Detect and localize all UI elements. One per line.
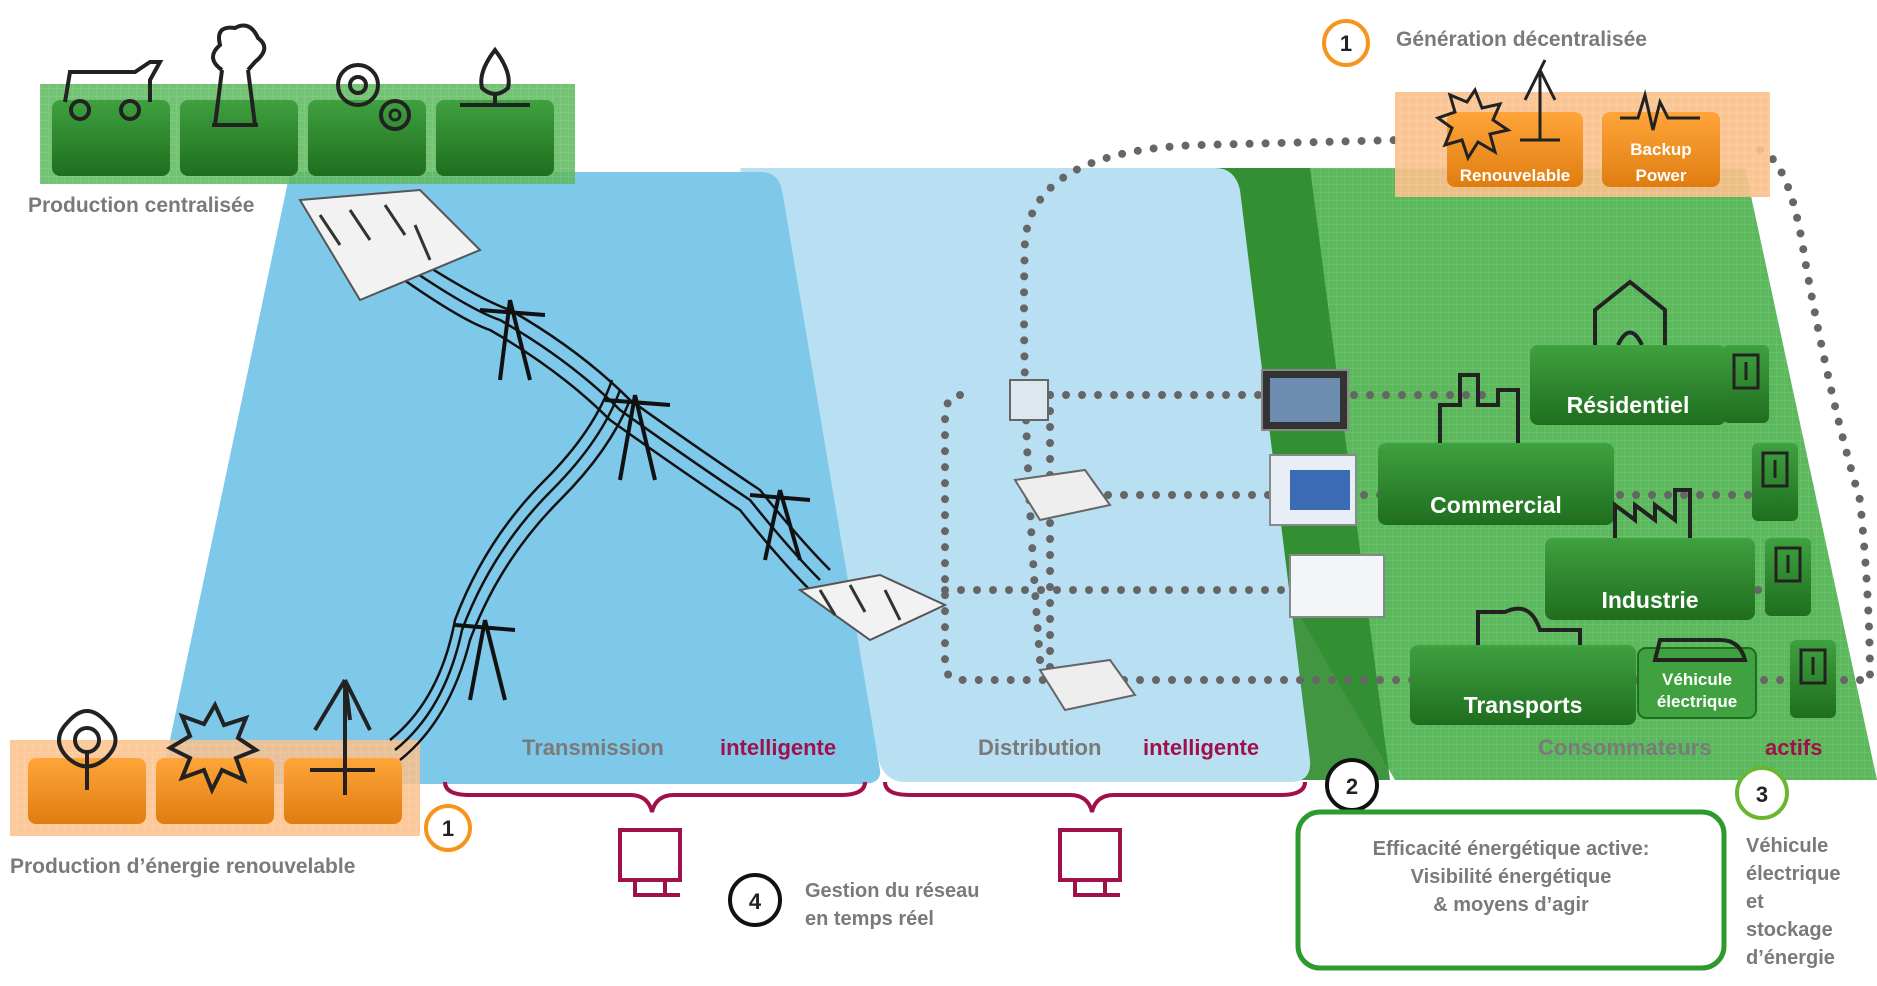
transports-label: Transports [1464, 692, 1583, 718]
transports-block: Transports [1410, 606, 1636, 725]
sun-icon [165, 700, 261, 795]
vehicule-stockage-line2: électrique [1746, 863, 1840, 885]
callout-4 [728, 873, 782, 927]
gestion-line1: Gestion du réseau [805, 880, 980, 902]
charger-icon [1732, 353, 1760, 390]
vehicule-stockage-line3: et [1746, 891, 1764, 913]
transmission-lines [389, 253, 831, 761]
house-icon [1593, 279, 1667, 346]
gear-icon [336, 63, 380, 107]
industrie-label: Industrie [1601, 587, 1698, 613]
callout-4-number: 4 [749, 889, 762, 914]
residentiel-label: Résidentiel [1567, 392, 1690, 418]
coal-truck-icon [63, 60, 164, 103]
callout-1-decentralized [1322, 19, 1370, 67]
production-centralisee-label: Production centralisée [28, 194, 254, 217]
hydro-block [28, 709, 146, 824]
callout-3 [1735, 766, 1789, 820]
renouvelable-label: Renouvelable [1460, 166, 1571, 185]
actifs-label: actifs [1765, 735, 1822, 760]
charger-icon [1774, 546, 1802, 583]
callout-1-renewable [424, 804, 472, 852]
transmission-towers [454, 299, 811, 701]
efficacite-line2: Visibilité énergétique [1411, 866, 1612, 888]
industrie-block: Industrie [1545, 488, 1811, 620]
consommateurs-label: Consommateurs [1538, 735, 1712, 760]
renewable-production-group [10, 678, 420, 836]
renouvelable-block: Renouvelable [1434, 59, 1583, 187]
buildings-icon [1438, 373, 1520, 443]
transmission-zone [163, 172, 881, 784]
gestion-line2: en temps réel [805, 908, 934, 930]
monitor-icon-left [618, 828, 682, 897]
residentiel-block: Résidentiel [1530, 279, 1769, 425]
backup-power-block: Backup Power [1602, 89, 1720, 187]
transmission-intelligente-label: intelligente [720, 735, 836, 760]
vehicule-stockage-line5: d’énergie [1746, 947, 1835, 969]
factory-icon [1613, 488, 1692, 555]
pylon-icon [749, 489, 811, 561]
monitor-icon-right [1058, 828, 1122, 897]
sun-icon [1434, 86, 1512, 162]
pylon-icon [454, 619, 516, 701]
wind-block [284, 678, 402, 824]
generation-decentralisee-label: Génération décentralisée [1396, 28, 1647, 51]
callout-1-decentralized-number: 1 [1340, 31, 1352, 56]
vehicule-stockage-text: Véhicule électrique et stockage d’énergi… [1746, 835, 1840, 969]
callout-3-number: 3 [1756, 782, 1768, 807]
vehicule-label-line1: Véhicule [1662, 670, 1732, 689]
flame-icon [479, 46, 511, 96]
curly-braces [443, 781, 1307, 813]
gas-plant-block [436, 46, 554, 176]
distribution-label: Distribution [978, 735, 1101, 760]
efficacite-line3: & moyens d’agir [1433, 894, 1589, 916]
turbine-block [308, 63, 426, 176]
charger-icon [1761, 451, 1789, 488]
pylon-icon [604, 394, 671, 481]
decentralized-generation-group: Renouvelable Backup Power [1395, 59, 1770, 197]
backup-label-line1: Backup [1630, 140, 1691, 159]
vehicule-block: Véhicule électrique [1637, 638, 1836, 719]
callout-2-number: 2 [1346, 774, 1358, 799]
efficacite-line1: Efficacité énergétique active: [1373, 838, 1650, 860]
transmission-substation [797, 573, 948, 642]
wind-turbine-icon [310, 678, 375, 795]
vehicule-label-line2: électrique [1657, 692, 1737, 711]
centralized-production-group [40, 23, 575, 184]
distribution-equipment [1009, 379, 1137, 712]
dashboard-window-icon [1289, 554, 1385, 618]
solar-block [156, 700, 274, 824]
central-substation [298, 188, 482, 302]
car-icon [1652, 638, 1748, 662]
coal-plant-block [52, 60, 170, 176]
callout-1-renewable-number: 1 [442, 816, 454, 841]
nuclear-plant-block [180, 23, 298, 176]
vehicule-stockage-line4: stockage [1746, 919, 1833, 941]
wind-turbine-icon [1520, 59, 1560, 142]
charger-icon [1799, 648, 1827, 685]
pylon-icon [479, 299, 546, 381]
efficiency-box [1295, 809, 1727, 971]
commercial-label: Commercial [1430, 492, 1562, 518]
production-renouvelable-label: Production d’énergie renouvelable [10, 855, 355, 878]
cooling-tower-icon [212, 69, 258, 127]
transmission-label: Transmission [522, 735, 664, 760]
vehicule-stockage-line1: Véhicule [1746, 835, 1828, 857]
monitoring-screens [1261, 369, 1385, 618]
pulse-icon [1620, 89, 1700, 131]
commercial-block: Commercial [1378, 373, 1798, 525]
backup-label-line2: Power [1635, 166, 1686, 185]
distribution-intelligente-label: intelligente [1143, 735, 1259, 760]
